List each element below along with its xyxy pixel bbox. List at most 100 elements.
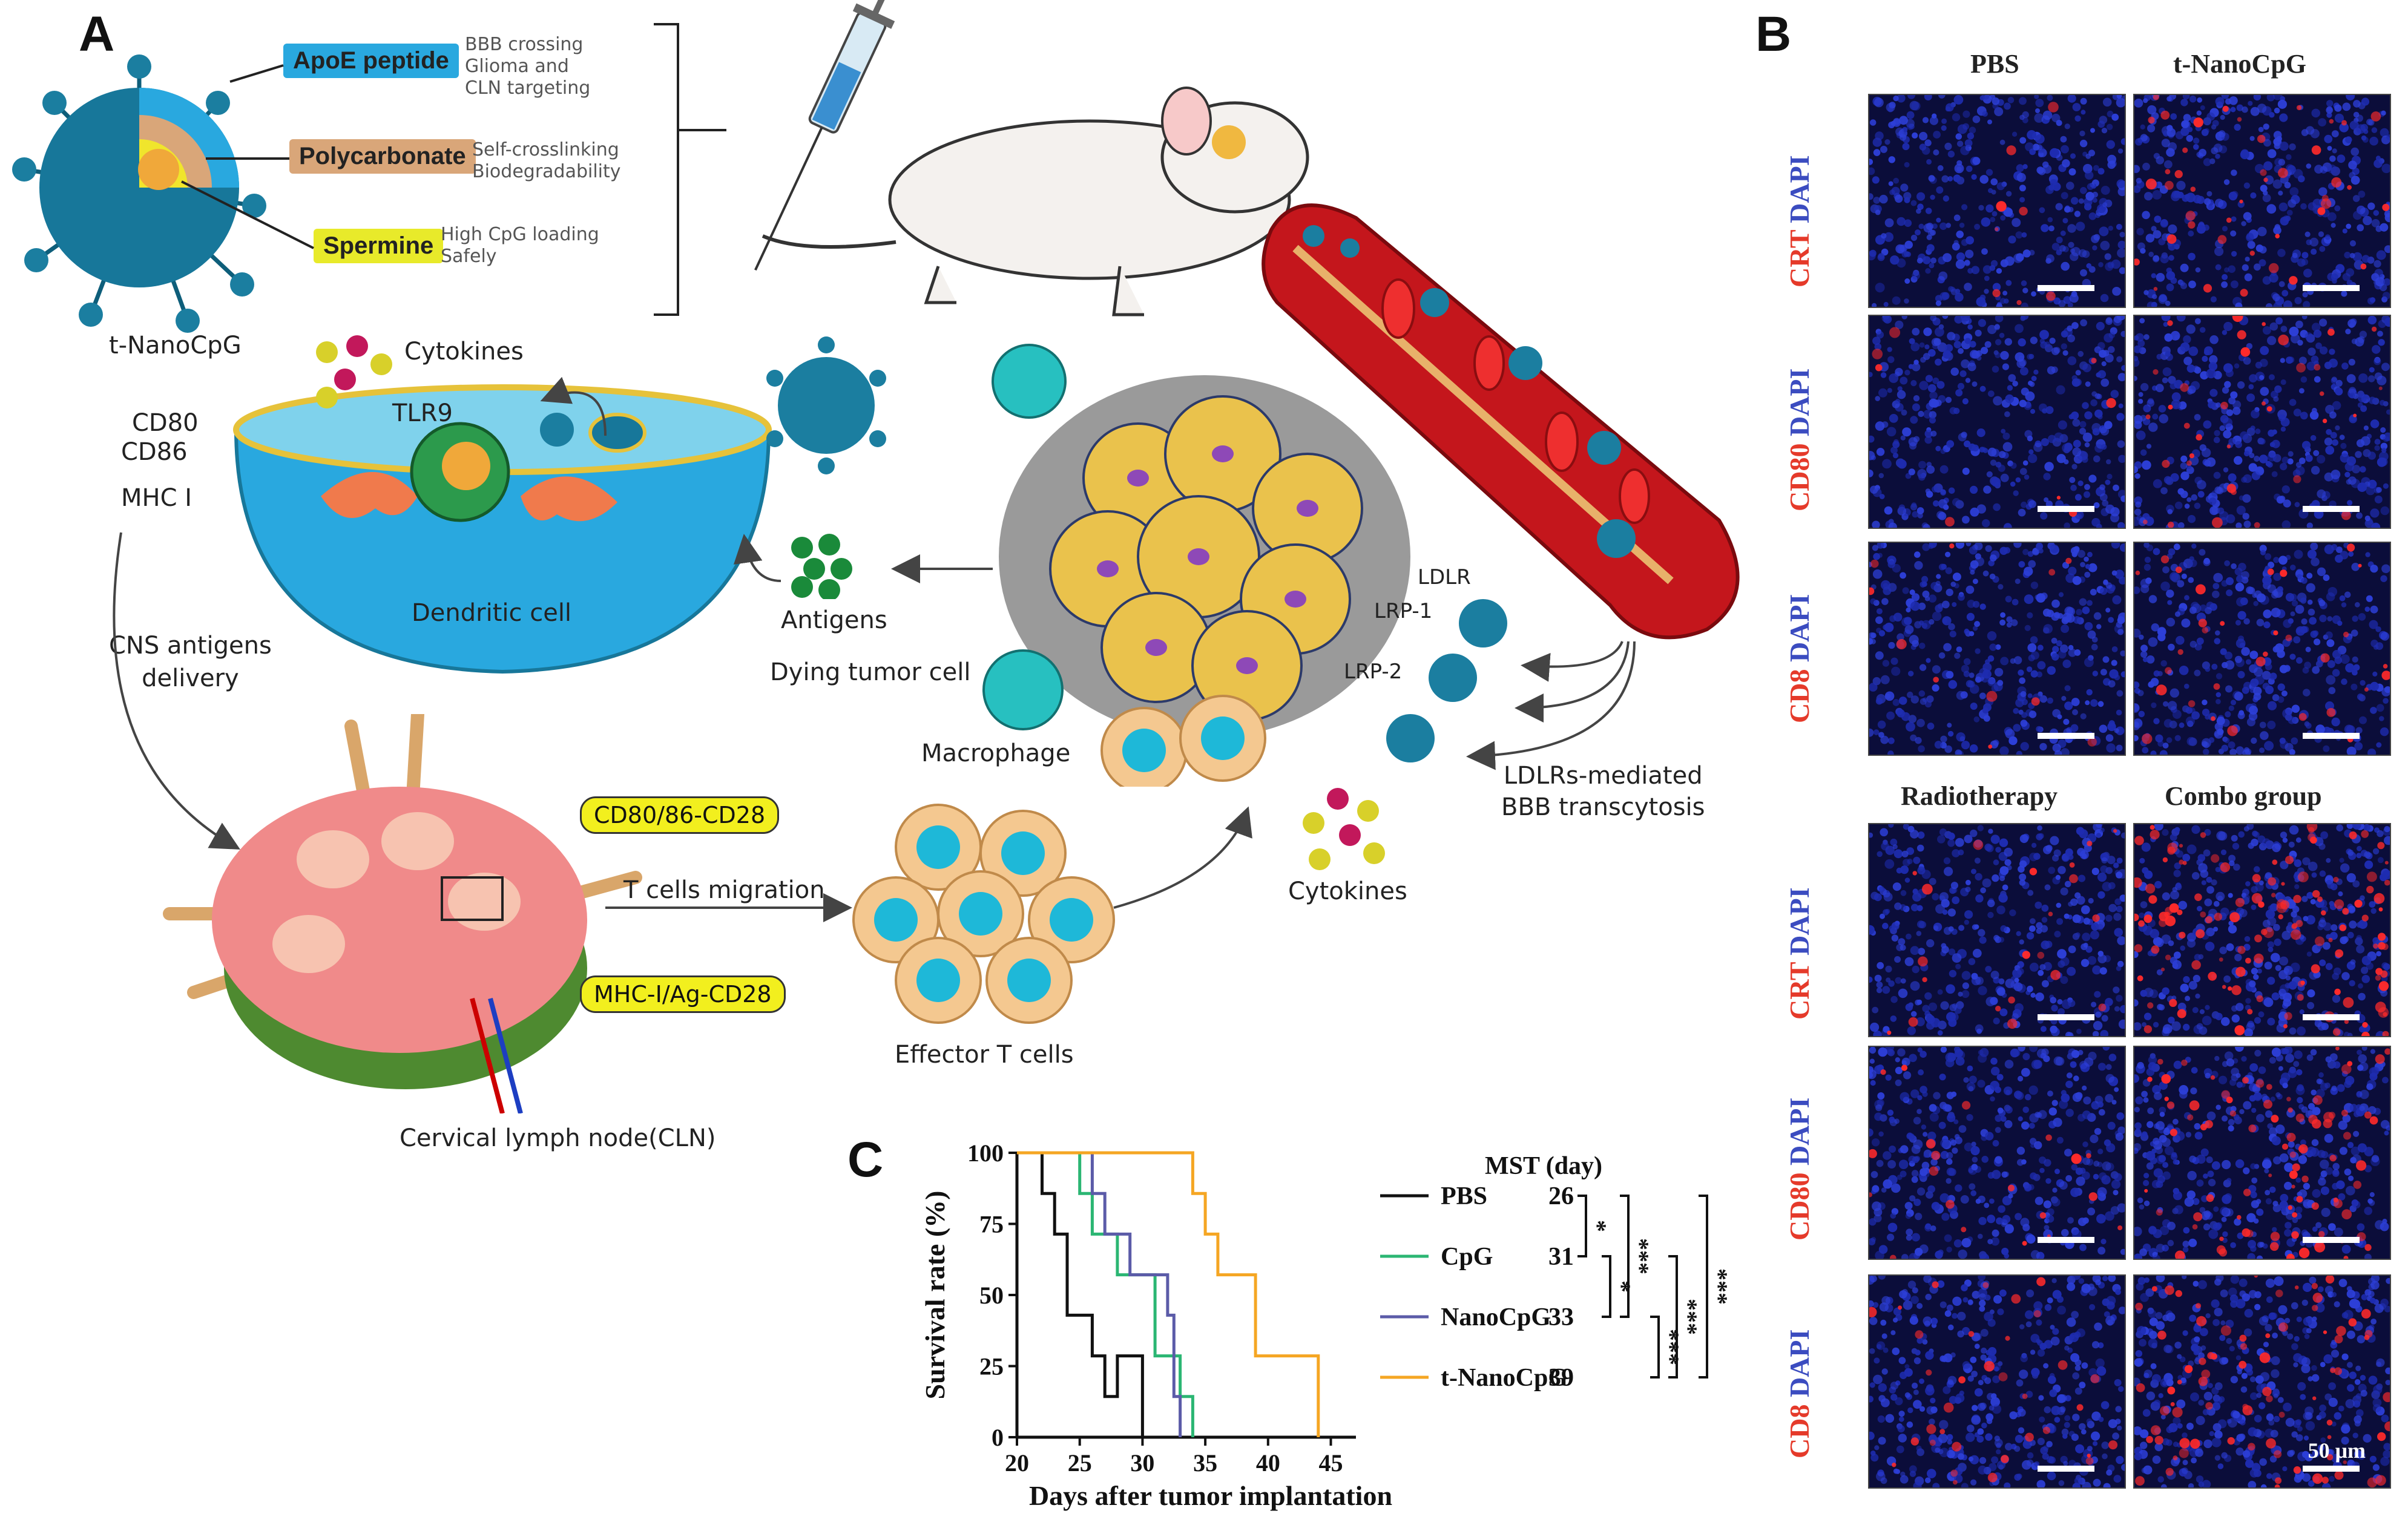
cytokine-beads-top xyxy=(316,335,392,408)
micrograph-tnanocpg-cd80 xyxy=(2133,315,2391,529)
scale-bar xyxy=(2038,1014,2094,1020)
row-label-cd80-2: CD80 DAPI xyxy=(1784,1097,1815,1241)
x-tick-label: 30 xyxy=(1130,1449,1154,1477)
micrograph-combo-cd80 xyxy=(2133,1046,2391,1260)
significance-mark: *** xyxy=(1633,1238,1660,1274)
apoe-label: ApoE peptide xyxy=(283,44,459,78)
y-axis-label: Survival rate (%) xyxy=(919,1191,950,1400)
scale-bar xyxy=(2038,1466,2094,1472)
legend-label: PBS xyxy=(1441,1182,1487,1210)
cd80-cd28-label: CD80/86-CD28 xyxy=(580,796,780,834)
significance-bracket xyxy=(1577,1195,1587,1257)
micrograph-pbs-crt xyxy=(1868,94,2126,308)
row-label-crt-1: CRT DAPI xyxy=(1784,155,1815,287)
flow-arrows xyxy=(113,376,1636,922)
micrograph-pbs-cd80 xyxy=(1868,315,2126,529)
tlr9-label: TLR9 xyxy=(392,399,453,427)
y-tick-label: 50 xyxy=(979,1282,1004,1309)
scale-bar xyxy=(2038,285,2094,291)
cd86-label: CD86 xyxy=(121,438,188,466)
micrograph-tnanocpg-crt xyxy=(2133,94,2391,308)
scale-bar xyxy=(2303,733,2360,739)
scale-bar xyxy=(2303,1237,2360,1243)
cln-label: Cervical lymph node(CLN) xyxy=(400,1124,716,1152)
micrograph-radio-crt xyxy=(1868,823,2126,1037)
x-tick-label: 40 xyxy=(1256,1449,1280,1477)
row-label-cd80-1: CD80 DAPI xyxy=(1784,368,1815,511)
y-tick-label: 75 xyxy=(979,1211,1004,1238)
micrograph-radio-cd80 xyxy=(1868,1046,2126,1260)
dying-tumor-cell-label: Dying tumor cell xyxy=(770,658,971,686)
row-label-crt-2: CRT DAPI xyxy=(1784,887,1815,1020)
col-title-radiotherapy: Radiotherapy xyxy=(1901,781,2058,811)
layer-pointers xyxy=(181,23,726,316)
cytokines-top-label: Cytokines xyxy=(404,338,524,366)
cytokines-bottom-label: Cytokines xyxy=(1288,877,1407,905)
panel-a-letter: A xyxy=(79,7,115,62)
polycarbonate-label: Polycarbonate xyxy=(289,139,476,174)
lrp2-label: LRP-2 xyxy=(1344,660,1403,684)
legend-title: MST (day) xyxy=(1485,1152,1602,1180)
km-curve-pbs xyxy=(1017,1151,1144,1437)
receptor-nanoparticles xyxy=(1386,599,1507,762)
effector-t-cells-label: Effector T cells xyxy=(895,1041,1074,1069)
significance-mark: * xyxy=(1591,1220,1618,1232)
legend-mst: 33 xyxy=(1548,1303,1574,1331)
scale-bar-label: 50 μm xyxy=(2308,1438,2366,1463)
micrograph-tnanocpg-cd8 xyxy=(2133,542,2391,756)
significance-mark: *** xyxy=(1682,1299,1709,1335)
lrp1-label: LRP-1 xyxy=(1374,599,1433,623)
col-title-combo: Combo group xyxy=(2165,781,2322,811)
spermine-label: Spermine xyxy=(314,229,444,263)
micrograph-combo-crt xyxy=(2133,823,2391,1037)
x-tick-label: 25 xyxy=(1068,1449,1092,1477)
legend-mst: 39 xyxy=(1548,1364,1574,1392)
row-label-cd8-1: CD8 DAPI xyxy=(1784,594,1815,723)
nanoparticle-illustration xyxy=(12,54,266,333)
scale-bar xyxy=(2303,285,2360,291)
col-title-pbs: PBS xyxy=(1970,49,2019,79)
significance-bracket xyxy=(1668,1255,1678,1379)
scale-bar xyxy=(2303,1466,2360,1472)
effector-t-cells-illustration xyxy=(852,804,1115,1024)
row-label-cd8-2: CD8 DAPI xyxy=(1784,1329,1815,1458)
legend-label: NanoCpG xyxy=(1441,1303,1551,1331)
dendritic-cell-label: Dendritic cell xyxy=(412,599,572,627)
scale-bar xyxy=(2038,733,2094,739)
x-tick-label: 20 xyxy=(1005,1449,1029,1477)
y-tick-label: 25 xyxy=(979,1353,1004,1380)
panel-b-letter: B xyxy=(1755,7,1792,62)
antigens-label: Antigens xyxy=(781,606,887,634)
significance-bracket xyxy=(1650,1316,1660,1379)
y-tick-label: 100 xyxy=(967,1139,1004,1167)
scale-bar xyxy=(2303,506,2360,512)
legend-mst: 31 xyxy=(1548,1243,1574,1271)
lymph-node-illustration xyxy=(163,714,642,1113)
mouse-injection-illustration xyxy=(754,0,1309,316)
scale-bar xyxy=(2303,1014,2360,1020)
scale-bar xyxy=(2038,506,2094,512)
t-cell-migration-label: T cells migration xyxy=(623,876,825,904)
significance-mark: *** xyxy=(1712,1268,1739,1305)
x-axis-label: Days after tumor implantation xyxy=(1029,1480,1392,1511)
col-title-tnanocpg: t-NanoCpG xyxy=(2173,49,2307,79)
x-tick-label: 35 xyxy=(1193,1449,1217,1477)
significance-bracket xyxy=(1602,1255,1611,1318)
antigen-beads xyxy=(791,534,852,599)
micrograph-radio-cd8 xyxy=(1868,1274,2126,1489)
panel-c-letter: C xyxy=(847,1132,884,1187)
cd80-label: CD80 xyxy=(132,409,199,437)
macrophage-label: Macrophage xyxy=(921,739,1071,767)
significance-bracket xyxy=(1620,1195,1630,1318)
ldlr-label: LDLR xyxy=(1418,565,1471,589)
micrograph-pbs-cd8 xyxy=(1868,542,2126,756)
cytokine-beads-bottom xyxy=(1303,788,1385,870)
dendritic-cell-illustration xyxy=(233,384,772,674)
mhc-cd28-label: MHC-I/Ag-CD28 xyxy=(580,975,786,1013)
scale-bar xyxy=(2038,1237,2094,1243)
